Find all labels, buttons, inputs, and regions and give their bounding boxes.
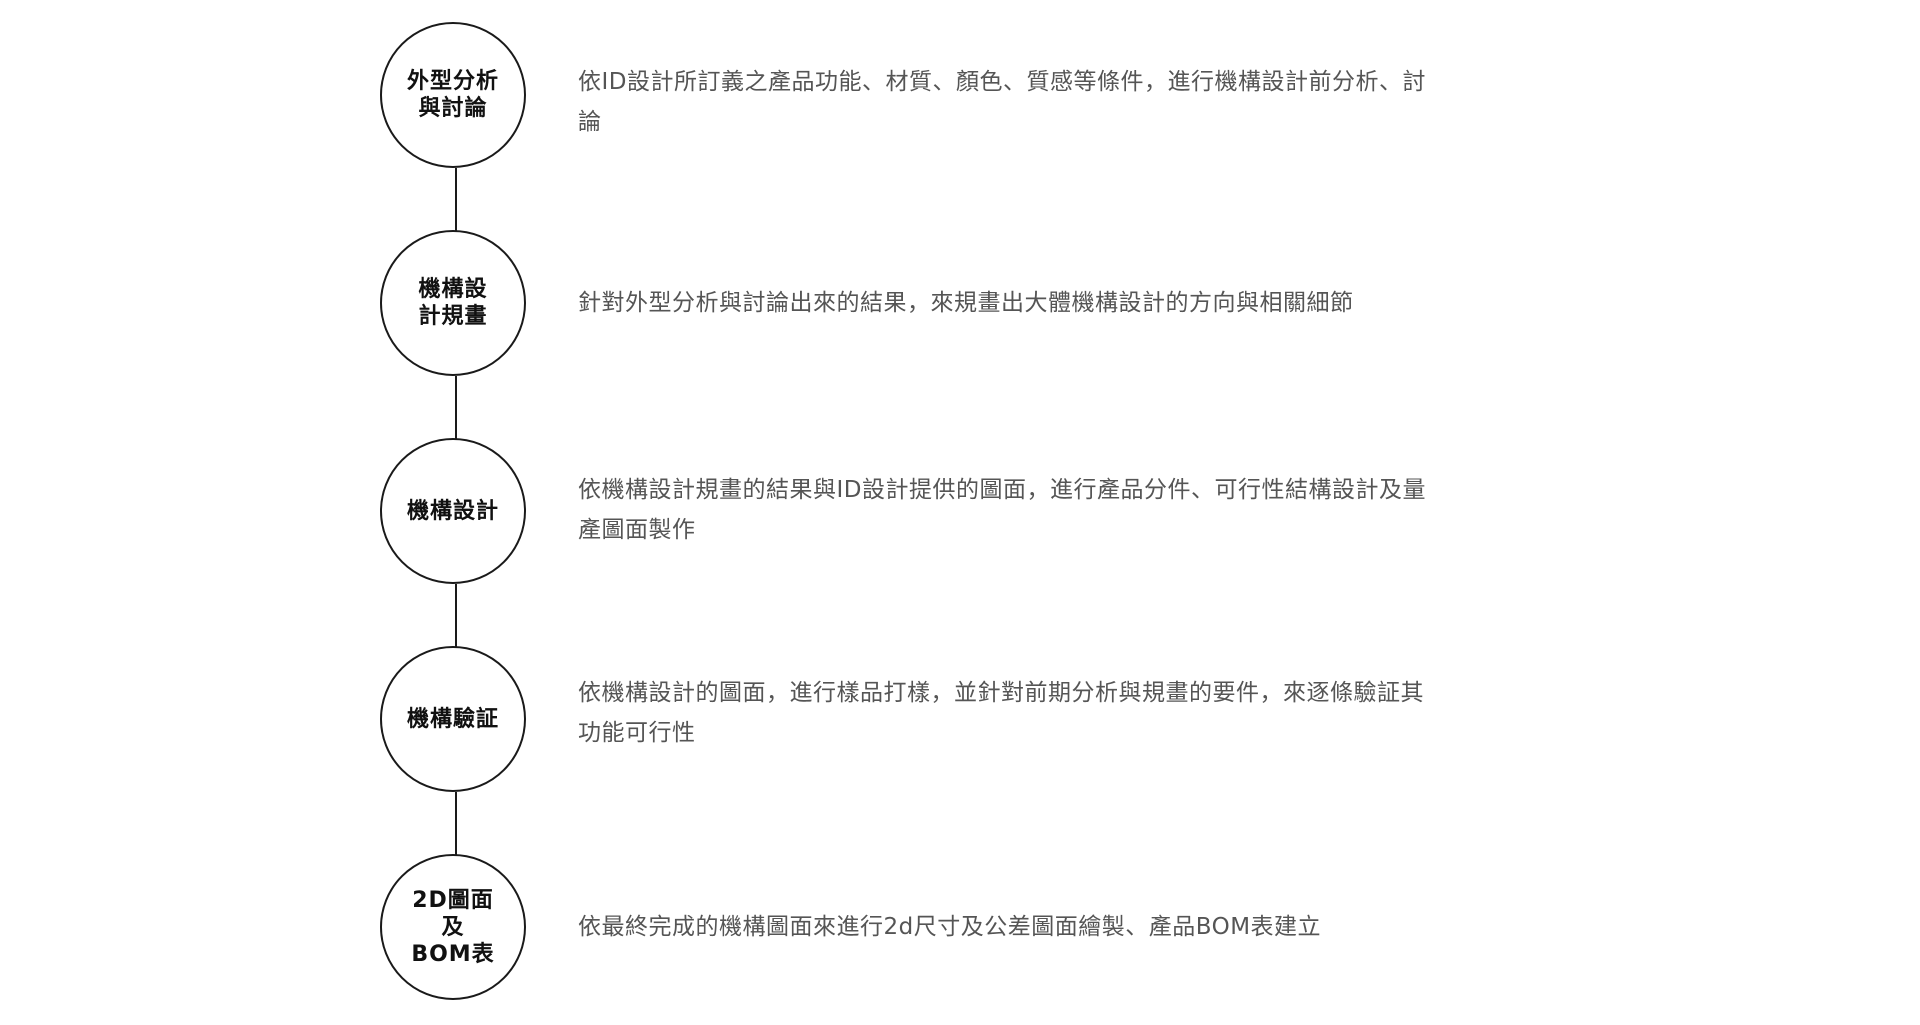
process-step-1: 外型分析 與討論 依ID設計所訂義之產品功能、材質、顏色、質感等條件，進行機構設…	[380, 22, 1480, 172]
step-title: 機構設 計規畫	[403, 276, 503, 330]
step-title-line: 機構驗証	[406, 706, 499, 732]
step-circle: 機構設計	[380, 438, 526, 584]
process-step-4: 機構驗証 依機構設計的圖面，進行樣品打樣，並針對前期分析與規畫的要件，來逐條驗証…	[380, 646, 1480, 796]
step-title-line: BOM表	[411, 941, 495, 967]
process-step-3: 機構設計 依機構設計規畫的結果與ID設計提供的圖面，進行產品分件、可行性結構設計…	[380, 438, 1480, 588]
step-description: 依ID設計所訂義之產品功能、材質、顏色、質感等條件，進行機構設計前分析、討論	[578, 69, 1426, 135]
step-circle: 2D圖面及 BOM表	[380, 854, 526, 1000]
step-title: 機構驗証	[403, 706, 503, 733]
step-title-line: 計規畫	[418, 304, 488, 329]
timeline-connector	[455, 584, 457, 648]
step-title-line: 2D圖面及	[412, 887, 494, 940]
timeline-connector	[455, 376, 457, 440]
step-title: 機構設計	[403, 498, 503, 525]
step-description: 依機構設計的圖面，進行樣品打樣，並針對前期分析與規畫的要件，來逐條驗証其功能可行…	[578, 680, 1424, 746]
step-title-line: 外型分析	[406, 69, 499, 94]
step-title: 2D圖面及 BOM表	[403, 887, 503, 968]
step-description: 依最終完成的機構圖面來進行2d尺寸及公差圖面繪製、產品BOM表建立	[578, 914, 1322, 940]
process-step-2: 機構設 計規畫 針對外型分析與討論出來的結果，來規畫出大體機構設計的方向與相關細…	[380, 230, 1480, 380]
step-circle: 機構驗証	[380, 646, 526, 792]
step-title-line: 與討論	[418, 96, 488, 121]
step-description: 針對外型分析與討論出來的結果，來規畫出大體機構設計的方向與相關細節	[578, 290, 1354, 316]
step-circle: 外型分析 與討論	[380, 22, 526, 168]
process-step-5: 2D圖面及 BOM表 依最終完成的機構圖面來進行2d尺寸及公差圖面繪製、產品BO…	[380, 854, 1480, 1004]
step-circle: 機構設 計規畫	[380, 230, 526, 376]
step-title-line: 機構設計	[406, 498, 499, 524]
step-description: 依機構設計規畫的結果與ID設計提供的圖面，進行產品分件、可行性結構設計及量產圖面…	[578, 477, 1426, 543]
timeline-connector	[455, 792, 457, 856]
step-title: 外型分析 與討論	[403, 68, 503, 122]
timeline-connector	[455, 168, 457, 232]
step-title-line: 機構設	[418, 277, 488, 302]
